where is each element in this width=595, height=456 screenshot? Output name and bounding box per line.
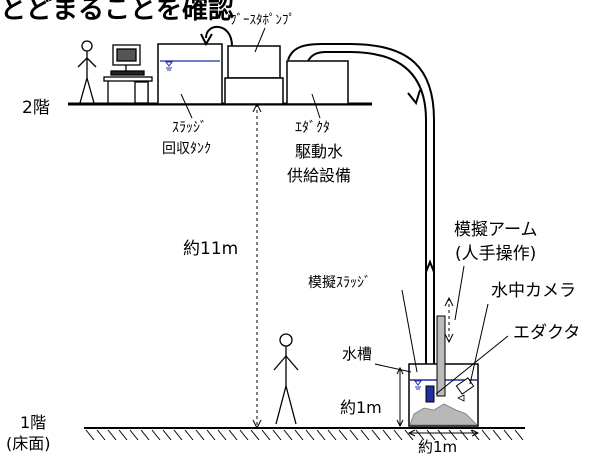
water-tank-label: 水槽 [342,345,372,363]
sludge-tank-leader [180,93,193,119]
simulated-arm [436,315,446,397]
return-pipe [205,25,233,47]
water-tank-leader [374,363,412,373]
arm-motion-arrow-up [444,296,454,307]
operator-person-icon [77,40,97,104]
tank-width-label: 約1m [418,438,457,456]
arm-label-2: (人手操作) [455,244,536,264]
top-partial-text: とどまることを確認 [0,0,234,25]
tank-height-arrow-top [396,366,404,375]
camera-label: 水中カメラ [491,281,576,301]
tank-height-arrow-bottom [396,419,404,428]
tank-height-label: 約1m [340,398,382,417]
computer-desk-icon [103,44,153,104]
return-pipe-arrow [200,33,213,47]
eductor-device [425,385,435,403]
height-label: 約11m [183,239,238,259]
pipe-flow-arrow-down [407,89,421,106]
booster-pump-leader [254,27,266,53]
camera-leader [469,303,489,385]
floor2-label: 2階 [22,98,50,118]
drive-water-label-2: 駆動水 [295,142,343,161]
eductor-label: エダクタ [513,323,580,343]
ground-hatching [85,429,524,441]
floor1-label-1: 1階 [20,413,46,432]
sim-sludge-leader [401,289,418,373]
drive-water-label-3: 供給設備 [287,166,351,185]
booster-pump-label: ﾌﾞｰｽﾀﾎﾟﾝﾌﾟ [230,13,295,28]
pipe-flow-arrow-up [425,259,435,273]
drive-water-label-1: ｴﾀﾞｸﾀ [295,120,330,136]
tank-width-arrow-right [471,429,480,437]
arm-leader [454,265,465,321]
tank-width-arrow-left [407,429,416,437]
simulated-sludge [409,403,478,426]
drive-water-supply-unit [286,60,349,105]
height-arrow-top [252,102,262,113]
eductor-leader [435,335,509,395]
observer-person-icon [273,333,299,425]
sludge-tank-label-1: ｽﾗｯｼﾞ [172,120,207,136]
floor1-label-2: (床面) [6,434,51,453]
arm-motion-arrow-down [444,333,454,344]
sludge-tank-label-2: 回収ﾀﾝｸ [162,141,211,157]
main-pipe [287,43,435,392]
arm-label-1: 模擬アーム [454,220,537,240]
sludge-recovery-tank [157,43,223,105]
drive-water-leader [311,93,321,119]
sim-sludge-label: 模擬ｽﾗｯｼﾞ [308,275,371,291]
booster-pump [224,45,284,105]
